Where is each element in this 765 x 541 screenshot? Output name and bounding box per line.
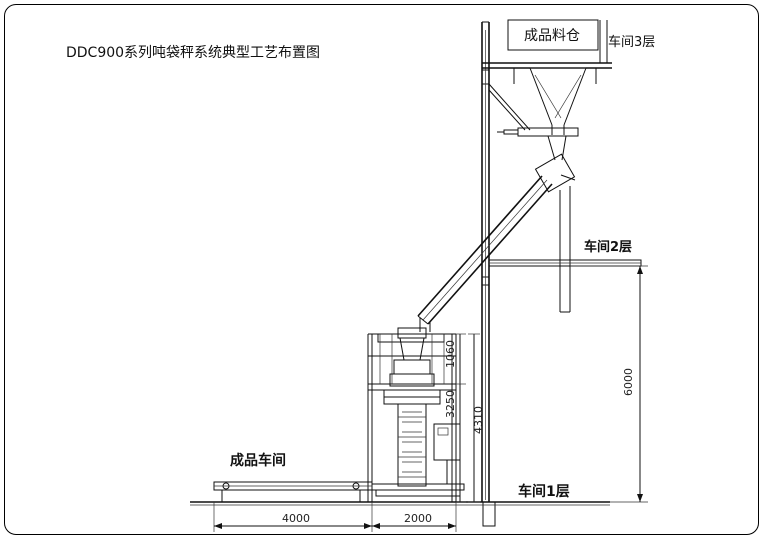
silo-label: 成品料仓 xyxy=(524,28,580,44)
floor3-label: 车间3层 xyxy=(608,34,655,50)
dim-4310-value: 4310 xyxy=(472,406,485,434)
floor1-label: 车间1层 xyxy=(518,483,570,500)
building-column xyxy=(481,21,496,527)
product-workshop-label: 成品车间 xyxy=(230,452,286,469)
dim-2000-value: 2000 xyxy=(404,512,432,525)
dim-3250-value: 3250 xyxy=(444,390,457,418)
bag-filler-frame xyxy=(367,327,465,502)
dim-1060-value: 1060 xyxy=(444,340,457,368)
ground xyxy=(190,501,610,506)
dim-4000 xyxy=(213,502,373,532)
drawing-frame xyxy=(4,4,759,535)
dim-1060 xyxy=(456,333,466,385)
dim-4000-value: 4000 xyxy=(282,512,310,525)
dim-6000-value: 6000 xyxy=(622,368,635,396)
dim-4310 xyxy=(468,333,480,503)
floor2-slab xyxy=(488,259,642,267)
product-silo: 成品料仓 xyxy=(482,19,612,137)
dim-3250 xyxy=(456,384,466,503)
drawing-title: DDC900系列吨袋秤系统典型工艺布置图 xyxy=(66,45,320,61)
screw-conveyor xyxy=(417,135,576,332)
floor2-label: 车间2层 xyxy=(584,239,632,255)
dim-6000 xyxy=(570,265,648,503)
dim-2000 xyxy=(372,502,457,532)
roller-conveyor xyxy=(213,481,373,502)
